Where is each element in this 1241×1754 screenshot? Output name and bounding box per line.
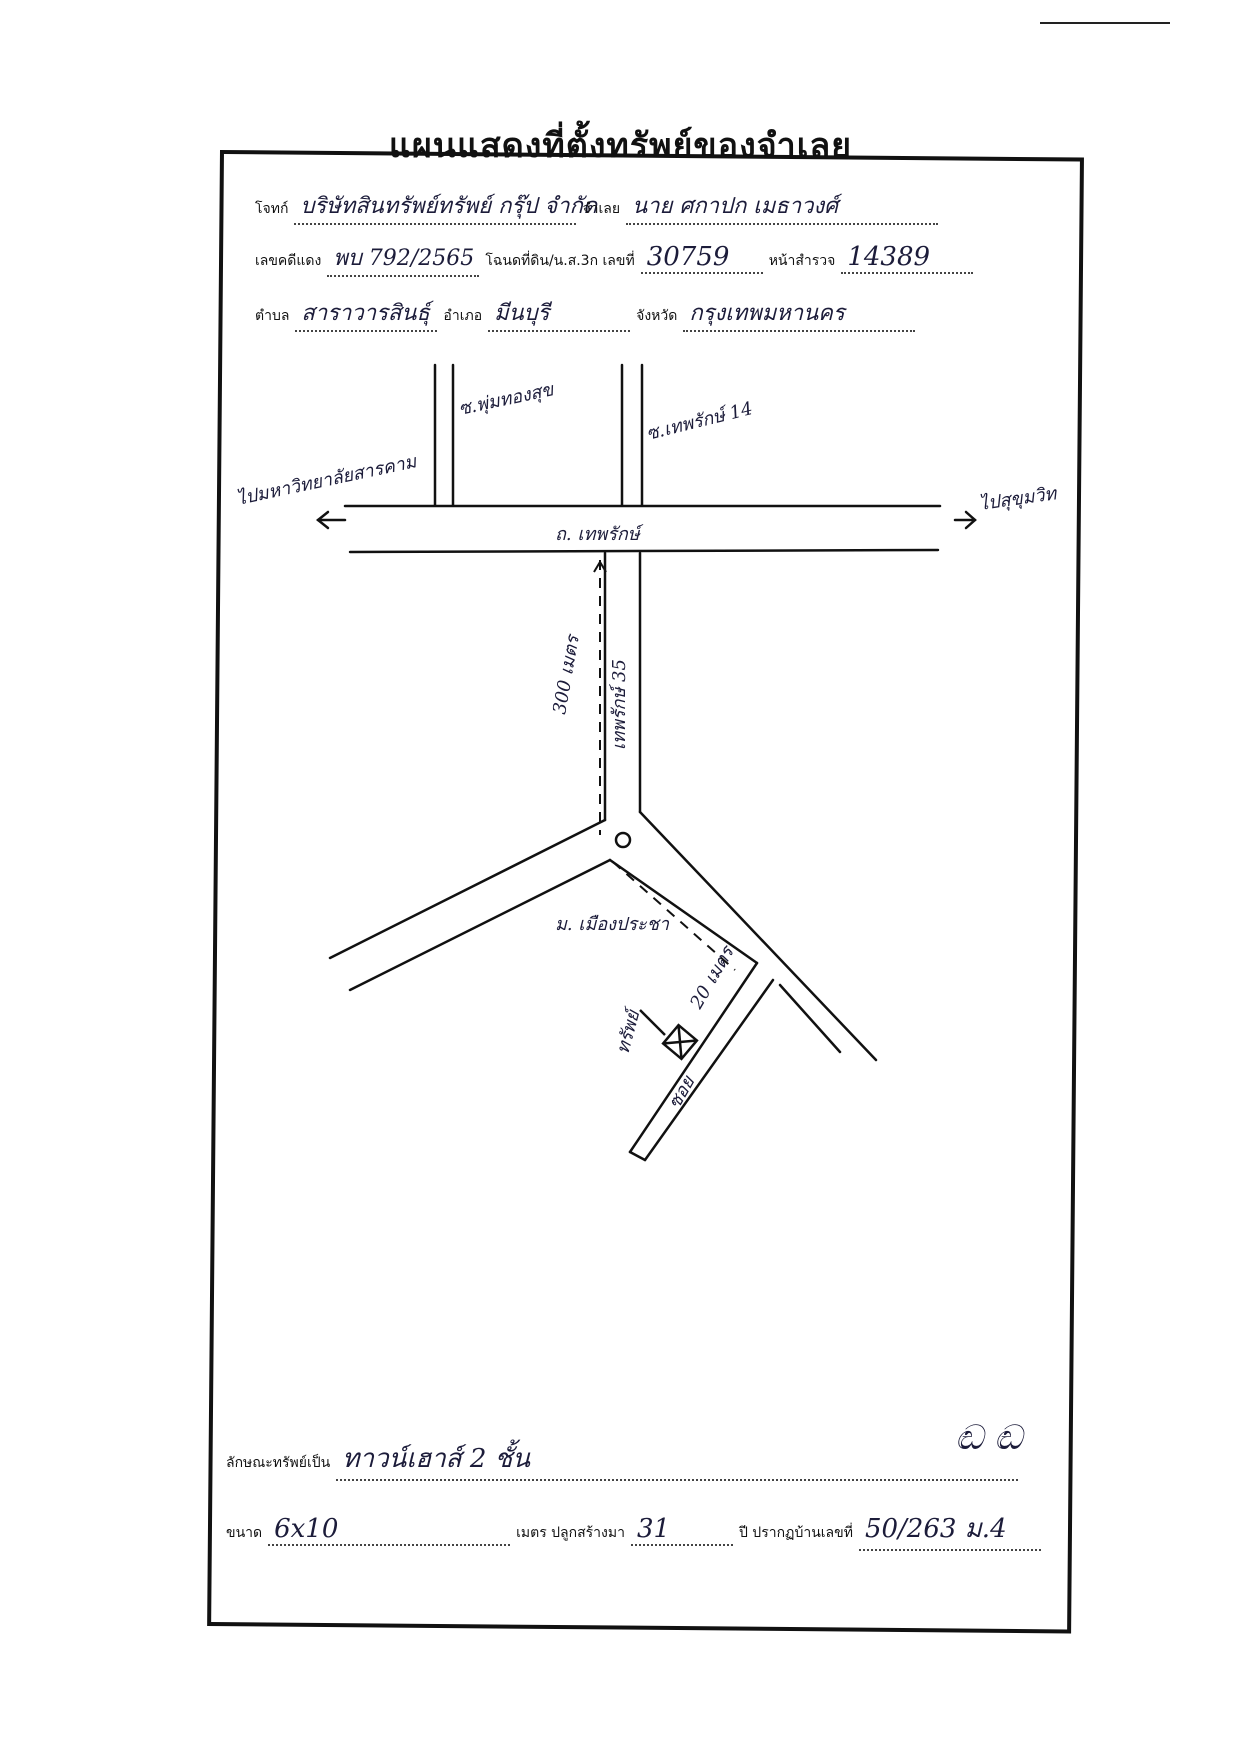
size-label: ขนาด xyxy=(226,1525,263,1541)
main-road-bottom-edge xyxy=(348,548,940,554)
lane-right-edge xyxy=(628,961,759,1154)
bottom-road-label: ม. เมืองประชา xyxy=(555,914,670,935)
title-deed-value: 30759 xyxy=(640,242,763,274)
signature: ඬ ඬ xyxy=(955,1418,1023,1458)
plaintiff-value: บริษัทสินทรัพย์ทรัพย์ กรุ๊ป จำกัด xyxy=(294,188,597,225)
soi-right-label: ซ.เทพรักษ์ 14 xyxy=(644,398,755,445)
survey-page-value: 14389 xyxy=(841,242,974,274)
page-title: แผนแสดงที่ตั้งทรัพย์ของจำเลย xyxy=(388,126,853,166)
distance-label: 300 เมตร xyxy=(549,632,584,716)
property-pointer xyxy=(639,1009,666,1036)
size-value: 6x10 xyxy=(268,1514,511,1546)
left-arrow-head xyxy=(315,510,330,530)
property-label: ทรัพย์ xyxy=(613,1005,646,1057)
location-row: ตำบล สาราวารสินธุ์ อำเภอ มีนบุรี จังหวัด… xyxy=(255,295,921,332)
red-case-label: เลขคดีแดง xyxy=(255,253,322,269)
inner-road-edge xyxy=(608,858,759,965)
to-left-label: ไปมหาวิทยาลัยสารคาม xyxy=(234,450,419,510)
district-label: อำเภอ xyxy=(443,308,483,324)
property-type-row: ลักษณะทรัพย์เป็น ทาวน์เฮาส์ 2 ชั้น xyxy=(226,1438,1024,1481)
to-right-label: ไปสุขุมวิท xyxy=(978,482,1060,515)
lane-end xyxy=(628,1150,647,1162)
roundabout-circle xyxy=(614,831,632,849)
right-diagonal-bottom xyxy=(778,983,842,1054)
side-soi-label: เทพรักษ์ 35 xyxy=(609,659,630,750)
property-box xyxy=(661,1023,699,1061)
plaintiff-row: โจทก์ บริษัทสินทรัพย์ทรัพย์ กรุ๊ป จำกัด … xyxy=(255,188,944,225)
property-cross-2 xyxy=(662,1039,698,1045)
left-diagonal-bottom xyxy=(348,858,612,992)
right-arrow-head xyxy=(964,510,977,530)
plaintiff-label: โจทก์ xyxy=(255,201,289,217)
top-rule xyxy=(1040,22,1170,24)
distance-arrow-head xyxy=(593,560,607,573)
subdistrict-label: ตำบล xyxy=(255,308,290,324)
left-diagonal-top xyxy=(328,818,607,960)
lane-left-edge xyxy=(643,978,775,1162)
red-case-value: พบ 792/2565 xyxy=(327,240,480,277)
province-label: จังหวัด xyxy=(636,308,678,324)
province-value: กรุงเทพมหานคร xyxy=(683,295,916,332)
years-value: 31 xyxy=(630,1514,733,1546)
property-type-label: ลักษณะทรัพย์เป็น xyxy=(226,1455,331,1471)
inner-dashed-line xyxy=(612,861,736,971)
size-row: ขนาด 6x10 เมตร ปลูกสร้างมา 31 ปี ปรากฏบ้… xyxy=(226,1508,1047,1551)
house-no-label: ปี ปรากฏบ้านเลขที่ xyxy=(738,1525,853,1541)
main-road-label: ถ. เทพรักษ์ xyxy=(555,524,644,545)
defendant-label: จำเลย xyxy=(582,201,621,217)
house-no-value: 50/263 ม.4 xyxy=(858,1508,1041,1551)
district-value: มีนบุรี xyxy=(488,295,631,332)
survey-page-label: หน้าสำรวจ xyxy=(768,253,836,269)
meters-built-label: เมตร ปลูกสร้างมา xyxy=(516,1525,625,1541)
property-type-value: ทาวน์เฮาส์ 2 ชั้น xyxy=(336,1438,1019,1481)
defendant-value: นาย ศกาปก เมธาวงศ์ xyxy=(626,188,939,225)
case-row: เลขคดีแดง พบ 792/2565 โฉนดที่ดิน/น.ส.3ก … xyxy=(255,240,979,277)
right-diagonal-top xyxy=(638,810,878,1062)
soi-left-label: ซ.พุ่มทองสุข xyxy=(457,379,557,420)
subdistrict-value: สาราวารสินธุ์ xyxy=(295,295,438,332)
title-deed-label: โฉนดที่ดิน/น.ส.3ก เลขที่ xyxy=(485,253,635,269)
